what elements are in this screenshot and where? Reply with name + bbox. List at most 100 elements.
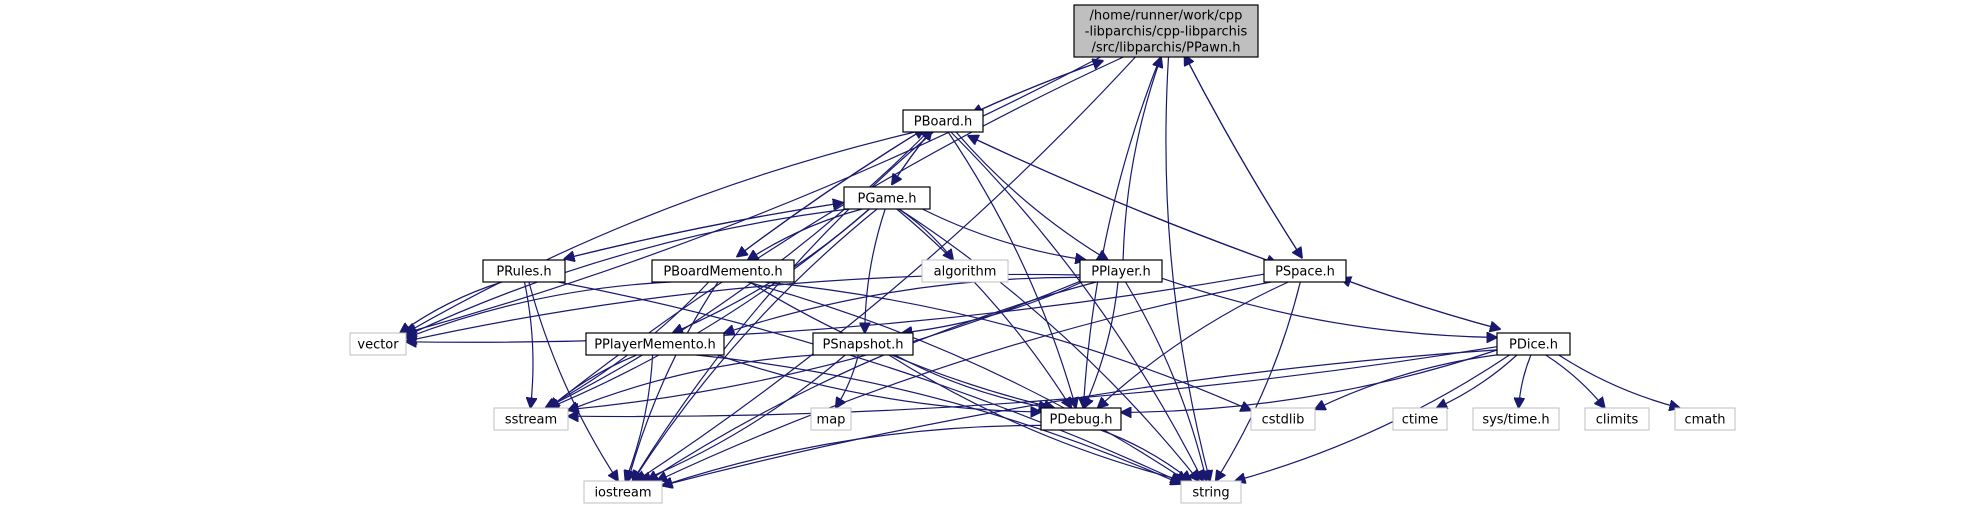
node-label-vector: vector: [357, 338, 399, 353]
node-box-root: [1073, 4, 1259, 58]
edge-pspace-to-iostream: [657, 281, 1272, 481]
edge-pboardmemento-to-pdebug: [749, 281, 1055, 408]
edge-pdebug-to-string: [1100, 429, 1192, 481]
node-label-pdice: PDice.h: [1509, 338, 1558, 353]
node-box-pplayer: [1079, 259, 1163, 283]
edge-prules-to-iostream: [528, 281, 618, 481]
edge-pgame-to-pboard: [891, 130, 932, 185]
node-label-pgame: PGame.h: [858, 192, 917, 207]
node-pspace[interactable]: PSpace.h: [1263, 259, 1347, 283]
node-layer: /home/runner/work/cpp-libparchis/cpp-lib…: [349, 4, 1736, 504]
edge-pplayer-to-vector: [406, 273, 1081, 341]
edge-psnapshot-to-iostream: [641, 354, 846, 481]
node-prules[interactable]: PRules.h: [482, 259, 566, 283]
node-pgame[interactable]: PGame.h: [843, 186, 931, 210]
node-algorithm: algorithm: [921, 259, 1009, 283]
node-box-prules: [482, 259, 566, 283]
node-pboard[interactable]: PBoard.h: [902, 109, 984, 133]
node-label-algorithm: algorithm: [934, 265, 997, 280]
edge-prules-to-vector: [400, 281, 503, 333]
node-box-iostream: [583, 480, 663, 504]
node-root[interactable]: /home/runner/work/cpp-libparchis/cpp-lib…: [1073, 4, 1259, 58]
edge-psnapshot-to-sstream: [568, 354, 815, 411]
edge-pplayer-to-pdebug: [1084, 281, 1119, 408]
node-cstdlib: cstdlib: [1250, 407, 1316, 431]
node-pboardmemento[interactable]: PBoardMemento.h: [651, 259, 795, 283]
node-label-cmath: cmath: [1684, 413, 1725, 428]
node-box-psnapshot: [812, 332, 914, 356]
node-pplayermemento[interactable]: PPlayerMemento.h: [585, 332, 725, 356]
edge-pspace-to-pdebug: [1098, 281, 1289, 408]
edge-pboardmemento-to-iostream: [628, 281, 719, 481]
edge-pboard-to-pplayer: [955, 131, 1108, 260]
node-label-root-line-1: /home/runner/work/cpp: [1090, 9, 1243, 24]
node-pdice[interactable]: PDice.h: [1496, 332, 1571, 356]
edge-root-to-string: [1165, 56, 1210, 481]
node-box-pgame: [843, 186, 931, 210]
node-label-root-line-3: /src/libparchis/PPawn.h: [1092, 41, 1241, 56]
node-box-climits: [1584, 407, 1650, 431]
node-vector: vector: [349, 332, 407, 356]
node-climits: climits: [1584, 407, 1650, 431]
edge-pplayer-to-iostream: [648, 281, 1097, 481]
edge-pdice-to-cmath: [1558, 354, 1680, 408]
edge-pgame-to-psnapshot: [865, 208, 886, 333]
edge-pgame-to-pboardmemento: [748, 208, 863, 260]
node-sstream: sstream: [493, 407, 569, 431]
node-label-pboard: PBoard.h: [914, 115, 972, 130]
node-box-algorithm: [921, 259, 1009, 283]
edge-pgame-to-vector: [406, 208, 849, 336]
node-label-root-line-2: -libparchis/cpp-libparchis: [1085, 25, 1248, 40]
node-psnapshot[interactable]: PSnapshot.h: [812, 332, 914, 356]
edge-pboard-to-iostream: [633, 131, 934, 481]
edge-pdice-to-climits: [1545, 354, 1605, 408]
node-iostream: iostream: [583, 480, 663, 504]
node-label-climits: climits: [1596, 413, 1639, 428]
node-box-pboard: [902, 109, 984, 133]
edge-pgame-to-pplayer: [922, 208, 1085, 260]
edge-prules-to-pgame: [564, 203, 843, 260]
edge-pspace-to-root: [1185, 55, 1303, 259]
node-box-pdebug: [1040, 407, 1122, 431]
edge-pboardmemento-to-vector: [406, 281, 672, 338]
edge-pgame-to-pdebug: [896, 208, 1072, 408]
edge-pspace-to-pboard: [968, 136, 1278, 265]
node-box-pplayermemento: [585, 332, 725, 356]
edge-pdice-to-pdebug: [1121, 349, 1498, 412]
node-box-systime: [1472, 407, 1560, 431]
edge-pdice-to-systime: [1519, 354, 1532, 408]
edge-layer: [400, 55, 1680, 486]
node-label-pboardmemento: PBoardMemento.h: [663, 265, 782, 280]
edge-prules-to-string: [558, 281, 1181, 482]
edge-pboard-to-vector: [406, 131, 916, 333]
edge-pplayermemento-to-string: [696, 354, 1181, 484]
edge-pdice-to-ctime: [1437, 354, 1518, 408]
edge-root-to-vector: [406, 56, 1101, 333]
node-box-pdice: [1496, 332, 1571, 356]
edge-pdice-to-pspace: [1341, 278, 1501, 330]
edge-psnapshot-to-string: [888, 354, 1185, 481]
edge-pboard-to-pdebug: [947, 131, 1076, 408]
node-box-vector: [349, 332, 407, 356]
edge-pspace-to-string: [1216, 281, 1301, 481]
node-label-sstream: sstream: [505, 413, 557, 428]
edge-pdice-to-sstream: [568, 346, 1498, 417]
node-map: map: [810, 407, 852, 431]
node-pplayer[interactable]: PPlayer.h: [1079, 259, 1163, 283]
node-box-string: [1180, 480, 1242, 504]
edge-pdice-to-string: [1235, 354, 1510, 481]
node-label-pspace: PSpace.h: [1275, 265, 1335, 280]
edge-pdice-to-cstdlib: [1315, 354, 1498, 410]
edge-prules-to-sstream: [523, 281, 533, 408]
edge-pgame-to-sstream: [549, 208, 870, 408]
node-pdebug[interactable]: PDebug.h: [1040, 407, 1122, 431]
edge-pplayer-to-root: [1122, 57, 1161, 261]
node-box-map: [810, 407, 852, 431]
node-label-cstdlib: cstdlib: [1262, 413, 1305, 428]
edge-pgame-to-string: [898, 208, 1199, 481]
node-box-pboardmemento: [651, 259, 795, 283]
node-label-iostream: iostream: [594, 486, 651, 501]
edge-psnapshot-to-pdebug: [894, 354, 1049, 408]
node-ctime: ctime: [1392, 407, 1448, 431]
